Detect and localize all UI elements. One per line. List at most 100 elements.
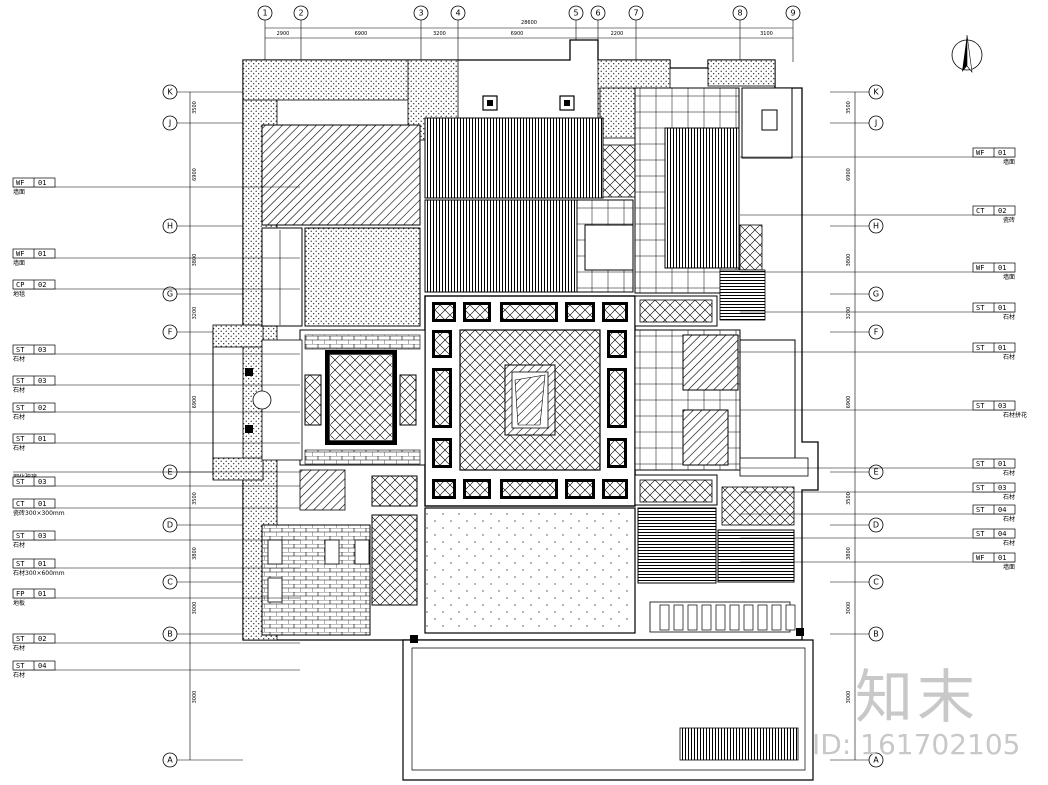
grid-bubble-K <box>162 84 178 100</box>
side-dim: 3500 <box>846 492 852 505</box>
grid-label: A <box>167 756 173 765</box>
grid-label: B <box>873 630 879 639</box>
grid-bubble-D <box>868 517 884 533</box>
tag-number: 03 <box>998 484 1006 492</box>
tag-material: 墙面 <box>1003 273 1015 281</box>
grid-label: H <box>873 222 879 231</box>
grid-bubble-J <box>868 115 884 131</box>
grid-bubble-H <box>162 218 178 234</box>
side-dim: 3800 <box>846 547 852 560</box>
side-dim: 3000 <box>846 602 852 615</box>
grid-label: C <box>167 578 173 587</box>
tag-number: 01 <box>998 554 1006 562</box>
tag-material: 墙面 <box>13 259 25 267</box>
tag-material: 墙面 <box>1003 563 1015 571</box>
grid-label: 1 <box>262 9 267 18</box>
grid-label: 8 <box>737 9 742 18</box>
tag-material: 石材 <box>13 413 25 421</box>
tag-material: 石材 <box>13 444 25 452</box>
tag-code: WF <box>16 250 24 258</box>
grid-label: J <box>874 119 877 128</box>
tag-number: 04 <box>38 662 46 670</box>
tag-number: 02 <box>38 404 46 412</box>
grid-bubble-G <box>162 286 178 302</box>
tag-code: ST <box>976 506 985 514</box>
grid-label: C <box>873 578 879 587</box>
tag-material: 石材 <box>1003 515 1015 523</box>
grid-bubble-8 <box>732 5 748 21</box>
tag-number: 03 <box>38 478 46 486</box>
tag-material: 石材 <box>1003 313 1015 321</box>
side-dim: 3000 <box>192 691 198 704</box>
side-dim: 3200 <box>846 307 852 320</box>
tag-code: ST <box>16 560 25 568</box>
tag-number: 03 <box>38 532 46 540</box>
tag-material: 石材 <box>1003 469 1015 477</box>
grid-label: 5 <box>573 9 578 18</box>
side-dim: 3000 <box>192 602 198 615</box>
grid-label: 2 <box>298 9 303 18</box>
tag-material: 石材拼花 <box>1003 411 1027 419</box>
room-dotted-south <box>424 507 636 634</box>
side-dim: 6900 <box>846 168 852 181</box>
room-dotted-w <box>304 227 421 327</box>
side-dim: 6900 <box>192 396 198 409</box>
grid-label: B <box>167 630 173 639</box>
grid-bubble-9 <box>785 5 801 21</box>
tag-number: 03 <box>38 346 46 354</box>
watermark-id: ID: 161702105 <box>812 728 1021 761</box>
grid-bubble-6 <box>590 5 606 21</box>
tag-material: 石材300×600mm <box>13 569 65 577</box>
grid-label: E <box>873 468 878 477</box>
tag-code: CP <box>16 281 24 289</box>
side-dim: 3500 <box>192 492 198 505</box>
tag-code: ST <box>16 435 25 443</box>
grid-label: H <box>167 222 173 231</box>
side-dim: 3800 <box>846 254 852 267</box>
grid-bubble-D <box>162 517 178 533</box>
tag-code: ST <box>16 635 25 643</box>
tag-material: 地毯 <box>13 290 25 298</box>
side-dim: 6900 <box>192 168 198 181</box>
tag-code: WF <box>976 149 984 157</box>
tag-number: 03 <box>998 402 1006 410</box>
grid-label: K <box>167 88 173 97</box>
tag-code: ST <box>16 346 25 354</box>
tag-number: 02 <box>998 207 1006 215</box>
tag-code: WF <box>16 179 24 187</box>
tag-code: CT <box>16 500 25 508</box>
tag-number: 01 <box>38 590 46 598</box>
grid-bubble-F <box>868 324 884 340</box>
grid-label: D <box>167 521 173 530</box>
tag-code: CT <box>976 207 985 215</box>
tag-number: 01 <box>998 344 1006 352</box>
side-dim: 3200 <box>192 307 198 320</box>
tag-number: 01 <box>38 179 46 187</box>
tag-material: 瓷砖300×300mm <box>13 509 65 517</box>
tag-number: 02 <box>38 635 46 643</box>
top-dim: 6900 <box>355 31 368 37</box>
grid-bubble-7 <box>628 5 644 21</box>
grid-bubble-C <box>162 574 178 590</box>
grid-bubble-H <box>868 218 884 234</box>
grid-label: 7 <box>633 9 638 18</box>
side-dim: 3500 <box>192 101 198 114</box>
grid-label: A <box>873 756 879 765</box>
tag-code: ST <box>16 532 25 540</box>
grid-label: 3 <box>418 9 423 18</box>
tag-code: ST <box>16 478 25 486</box>
tag-material: 墙面 <box>13 188 25 196</box>
tag-material: 石材 <box>1003 539 1015 547</box>
grid-bubble-1 <box>257 5 273 21</box>
grid-label: K <box>873 88 879 97</box>
tag-number: 01 <box>38 500 46 508</box>
tag-code: WF <box>976 264 984 272</box>
top-dim: 3200 <box>433 31 446 37</box>
tag-material: 墙面 <box>1003 158 1015 166</box>
grid-bubble-F <box>162 324 178 340</box>
tag-number: 04 <box>998 530 1006 538</box>
